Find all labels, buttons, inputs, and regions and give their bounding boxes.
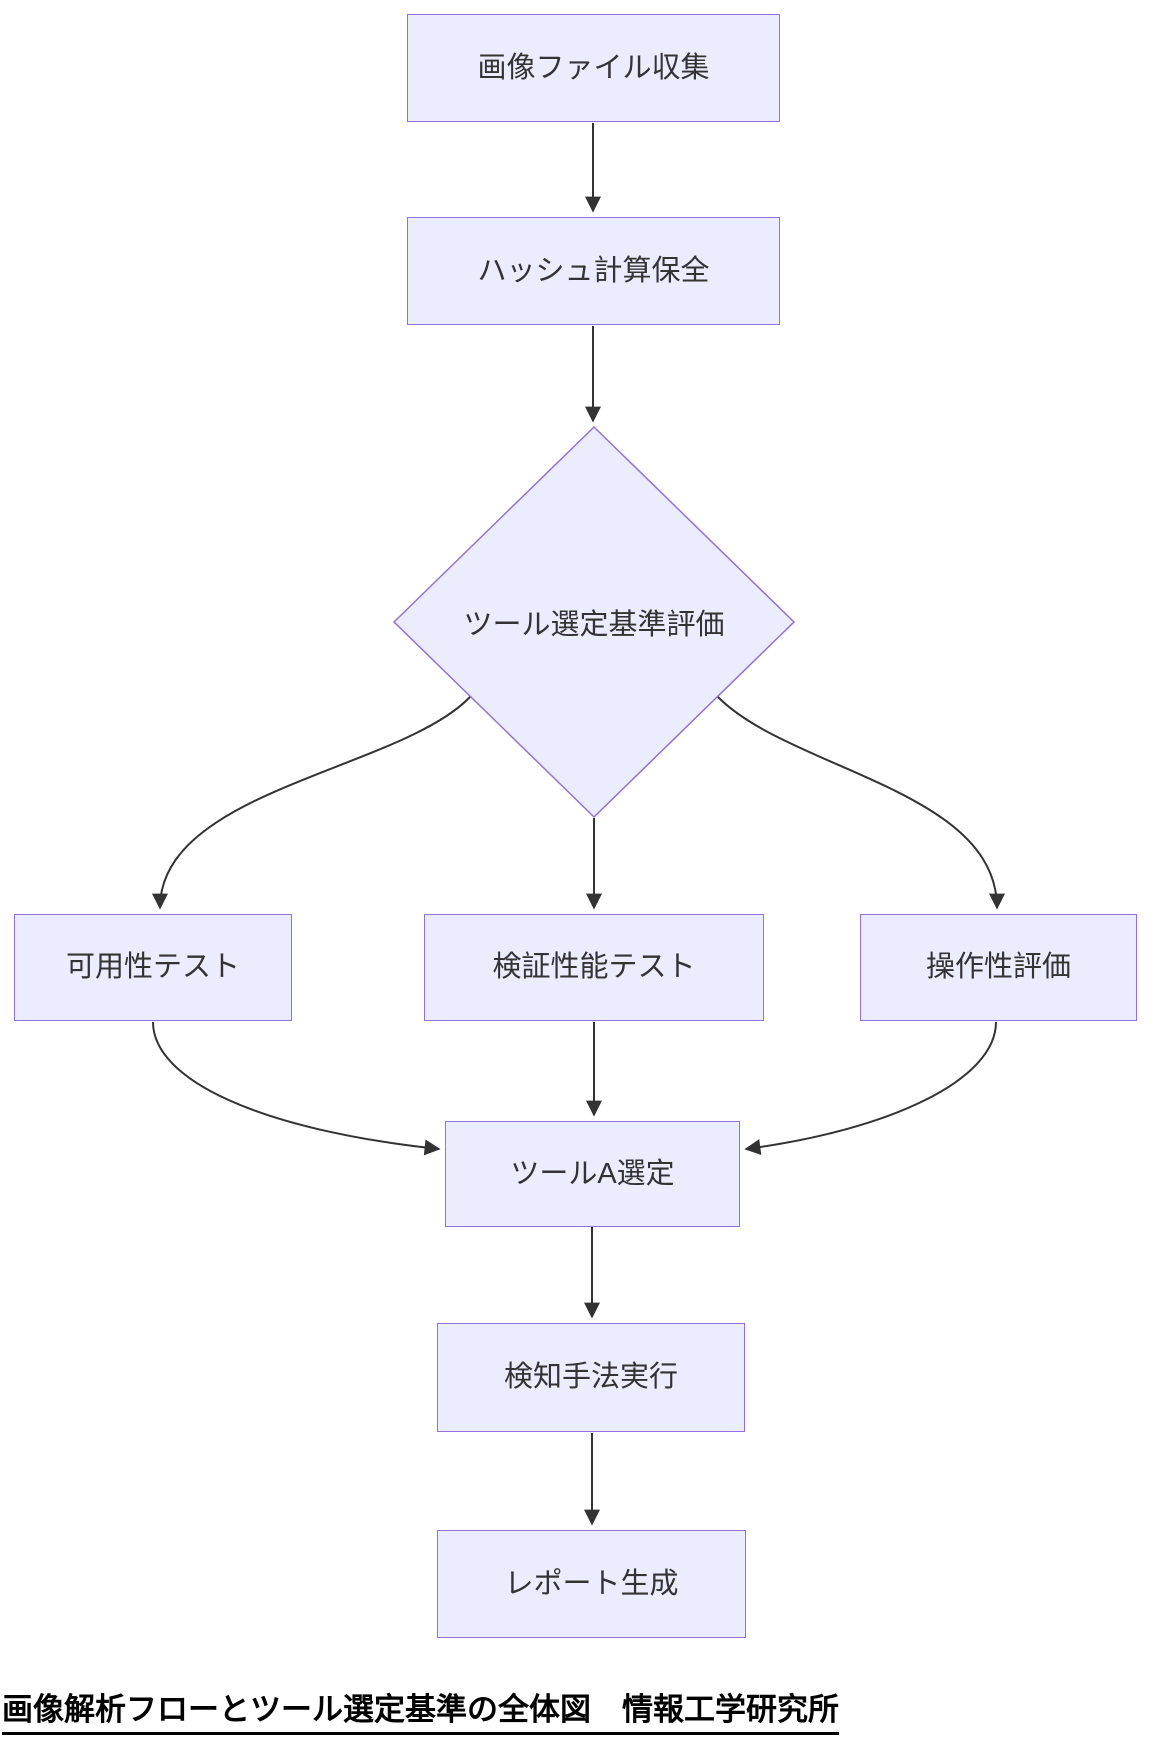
node-image-file-collection-label: 画像ファイル収集 [477, 51, 710, 84]
node-hash-calculation: ハッシュ計算保全 [407, 217, 780, 325]
diagram-caption: 画像解析フローとツール選定基準の全体図 情報工学研究所 [2, 1684, 839, 1735]
node-decision-label: ツール選定基準評価 [463, 609, 725, 641]
edge-decision-to-operability [717, 696, 1005, 910]
node-decision: ツール選定基準評価 [394, 600, 794, 644]
node-availability-test: 可用性テスト [14, 914, 292, 1021]
node-verification-performance-test: 検証性能テスト [424, 914, 764, 1021]
node-verification-performance-test-label: 検証性能テスト [492, 951, 696, 984]
node-report-generation: レポート生成 [437, 1530, 746, 1638]
node-tool-a-selection: ツールA選定 [445, 1121, 740, 1227]
node-hash-calculation-label: ハッシュ計算保全 [477, 254, 710, 287]
node-tool-a-selection-label: ツールA選定 [510, 1157, 675, 1190]
node-image-file-collection: 画像ファイル収集 [407, 14, 780, 122]
edge-availability-to-tool-a [152, 1021, 441, 1156]
node-detection-method-execution-label: 検知手法実行 [503, 1361, 678, 1394]
node-availability-test-label: 可用性テスト [65, 951, 240, 984]
node-report-generation-label: レポート生成 [504, 1567, 679, 1600]
node-decision-shape [392, 425, 796, 819]
edge-decision-to-availability [152, 696, 471, 910]
node-operability-evaluation: 操作性評価 [860, 914, 1137, 1021]
edge-operability-to-tool-a [744, 1021, 997, 1156]
node-detection-method-execution: 検知手法実行 [437, 1323, 745, 1432]
node-operability-evaluation-label: 操作性評価 [925, 951, 1071, 984]
